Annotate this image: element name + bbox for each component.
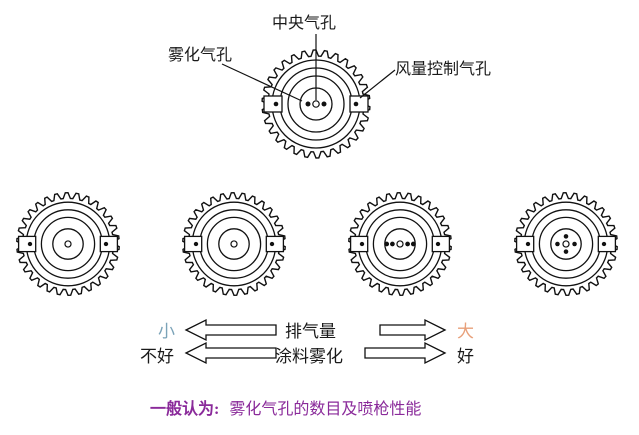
- atomizing-hole-1: [390, 241, 395, 247]
- legend-small: 小: [158, 322, 175, 342]
- center-hole: [562, 240, 570, 248]
- atomizing-hole-2: [405, 241, 410, 247]
- center-hole: [230, 240, 238, 248]
- caption: 一般认为: 雾化气孔的数目及喷枪性能: [150, 399, 421, 418]
- legend-bad: 不好: [140, 347, 174, 367]
- atomizing-hole-4: [410, 241, 416, 247]
- caption-text: 雾化气孔的数目及喷枪性能: [229, 400, 421, 418]
- cap-ring-3: [538, 216, 594, 272]
- air-control-hole-right: [601, 241, 607, 247]
- cap-horn-right: [349, 95, 369, 113]
- cap-ring-3: [372, 216, 428, 272]
- cap-ring-3: [206, 216, 262, 272]
- cap-ring-3: [40, 216, 96, 272]
- air-control-hole-left: [27, 241, 33, 247]
- cap-horn-right: [597, 235, 617, 253]
- air-cap-1: [16, 191, 120, 297]
- atomizing-hole-2: [321, 101, 327, 107]
- air-cap-2: [182, 191, 286, 297]
- legend-exhaust: 排气量: [285, 322, 336, 342]
- air-control-hole-left: [193, 241, 199, 247]
- atomizing-hole-1: [305, 101, 311, 107]
- cap-horn-right: [431, 235, 451, 253]
- air-cap-3: [348, 191, 452, 297]
- air-control-hole-left: [525, 241, 531, 247]
- leader-air-control: [359, 69, 396, 99]
- legend-good: 好: [457, 347, 474, 367]
- center-hole: [396, 240, 404, 248]
- cap-horn-left: [263, 95, 283, 113]
- label-center-hole: 中央气孔: [272, 13, 336, 32]
- air-control-hole-right: [435, 241, 441, 247]
- arrow-left-top: [184, 318, 277, 342]
- air-control-hole-left: [273, 101, 279, 107]
- cap-horn-right: [265, 235, 285, 253]
- air-control-hole-right: [269, 241, 275, 247]
- arrow-right-top: [379, 318, 447, 342]
- atomizing-hole-cross-2: [572, 241, 577, 247]
- center-hole: [64, 240, 72, 248]
- arrow-left-bottom: [184, 341, 277, 365]
- legend-atomization: 涂料雾化: [275, 347, 343, 367]
- cap-horn-left: [183, 235, 203, 253]
- air-cap-4: [514, 191, 618, 297]
- atomizing-hole-3: [384, 241, 390, 247]
- atomizing-hole-cross-4: [563, 249, 569, 254]
- cap-horn-left: [349, 235, 369, 253]
- label-atomizing-hole: 雾化气孔: [168, 45, 232, 64]
- label-air-control-hole: 风量控制气孔: [395, 59, 491, 78]
- legend-large: 大: [457, 322, 474, 342]
- air-control-hole-left: [359, 241, 365, 247]
- center-hole: [312, 100, 320, 108]
- atomizing-hole-cross-3: [563, 234, 569, 239]
- leader-atomizing: [221, 63, 303, 102]
- air-control-hole-right: [353, 101, 359, 107]
- air-cap-top: [261, 49, 371, 159]
- caption-key: 一般认为:: [150, 399, 219, 418]
- cap-horn-left: [17, 235, 37, 253]
- air-control-hole-right: [103, 241, 109, 247]
- atomizing-hole-cross-1: [555, 241, 560, 247]
- arrow-right-bottom: [364, 341, 447, 365]
- cap-horn-right: [99, 235, 119, 253]
- cap-horn-left: [515, 235, 535, 253]
